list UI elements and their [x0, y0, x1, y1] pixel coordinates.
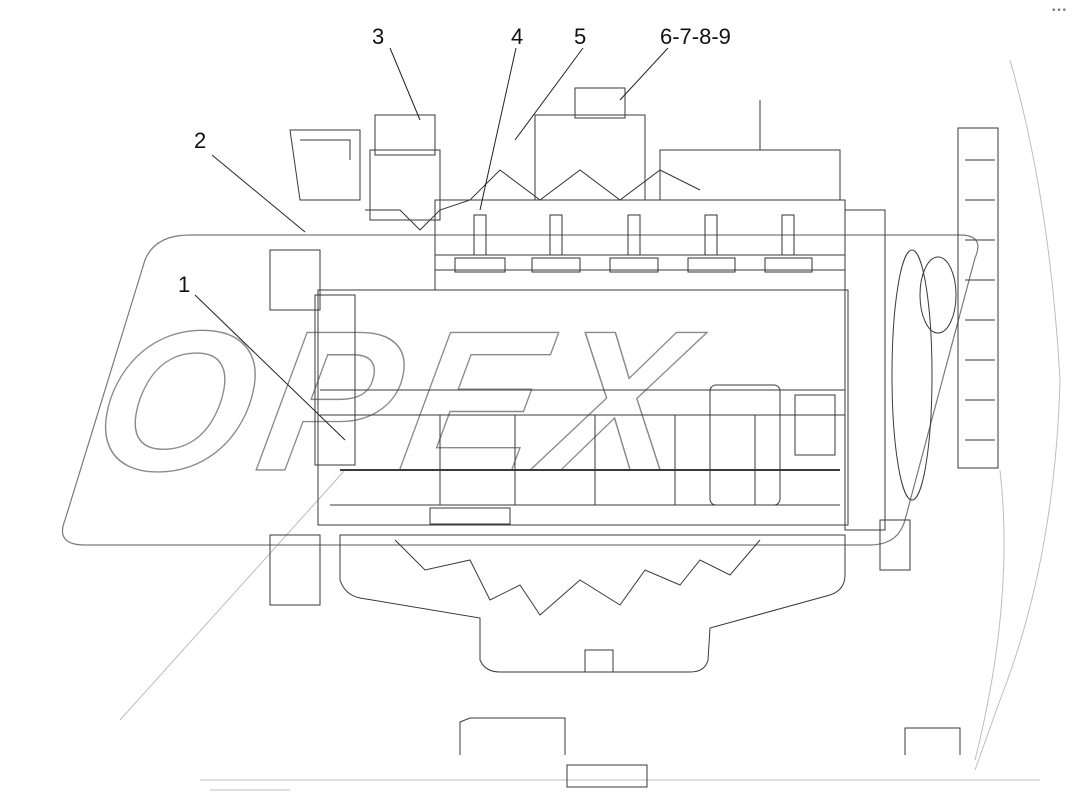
corner-mark: ••• [1051, 6, 1067, 16]
oil-filter [709, 384, 781, 506]
leader-4 [479, 47, 517, 211]
engine-mount-left [459, 717, 566, 755]
watermark: OPEX [61, 234, 979, 546]
callout-6-9: 6-7-8-9 [660, 24, 731, 49]
engine [269, 87, 999, 788]
leader-2 [211, 154, 306, 233]
callout-2: 2 [194, 128, 207, 153]
callout-5: 5 [574, 24, 587, 49]
leader-6-9 [619, 47, 669, 101]
injectors [454, 214, 813, 273]
oil-pan [339, 534, 846, 673]
engine-mount-right [904, 727, 961, 755]
watermark-text: OPEX [80, 289, 716, 512]
background-context-lines [119, 59, 1061, 791]
leader-lines [194, 47, 669, 441]
callout-3: 3 [372, 24, 385, 49]
callout-4: 4 [511, 24, 524, 49]
fan [957, 127, 999, 469]
leader-1 [194, 294, 346, 441]
leader-3 [389, 47, 421, 121]
callout-1: 1 [178, 272, 191, 297]
pulley [891, 249, 933, 501]
leader-5 [514, 47, 584, 141]
watermark-frame [61, 234, 979, 546]
